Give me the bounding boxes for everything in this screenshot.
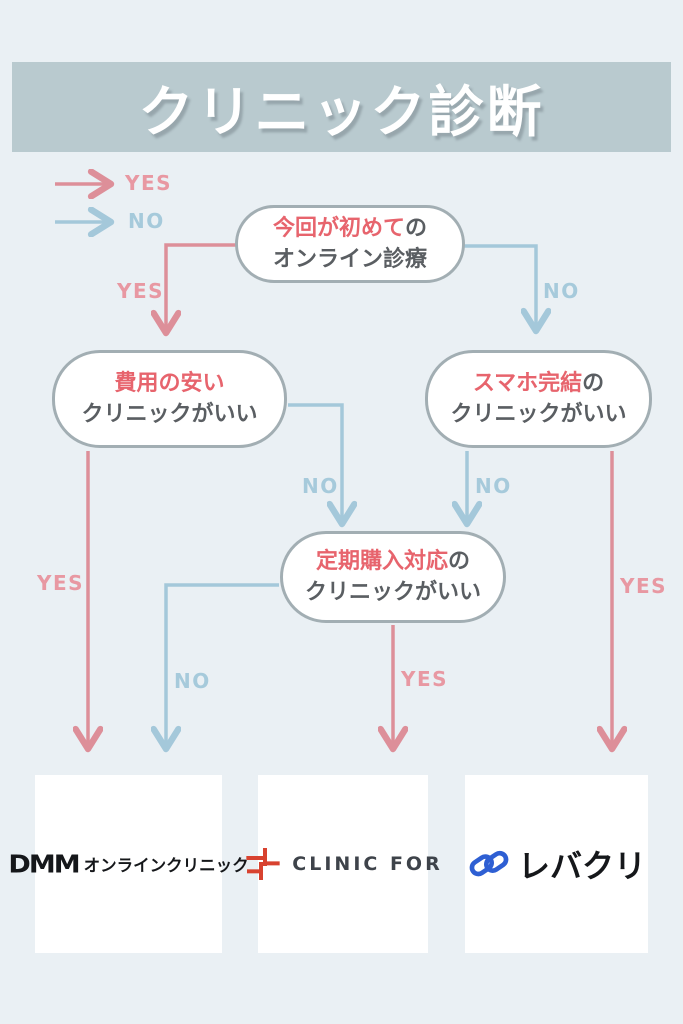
edge-label-mobile-yes: YES [620,574,668,598]
edge-label-cheap-yes: YES [37,571,85,595]
node-subscription: 定期購入対応の クリニックがいい [280,531,506,623]
cross-icon [243,843,283,885]
edge-start-yes [166,243,236,328]
node-start: 今回が初めての オンライン診療 [235,205,465,283]
node-start-line2: オンライン診療 [272,247,427,272]
legend-yes-label: YES [125,171,173,195]
node-subscription-line2: クリニックがいい [304,580,481,605]
node-mobile-line2: クリニックがいい [450,402,627,427]
node-cheap: 費用の安い クリニックがいい [52,350,287,448]
levcli-logo: レバクリ [467,841,646,887]
levcli-logo-text: レバクリ [517,847,646,885]
edge-label-start-yes: YES [117,279,165,303]
page-title: クリニック診断 [138,80,545,144]
clinic-for-logo: CLINIC FOR [243,843,442,885]
result-card-dmm-online-clinic: DMM オンラインクリニック [8,775,249,953]
link-icon [467,842,511,886]
clinic-for-logo-text: CLINIC FOR [292,853,443,875]
legend-no-label: NO [128,209,165,233]
result-card-levcli: レバクリ [465,775,648,953]
node-mobile: スマホ完結の クリニックがいい [425,350,652,448]
edge-label-subscription-yes: YES [401,667,449,691]
result-card-clinic-for: CLINIC FOR [246,775,440,953]
node-subscription-line1: 定期購入対応の [315,549,471,574]
node-start-line1: 今回が初めての [272,216,428,241]
edge-label-mobile-no: NO [475,474,512,498]
edge-label-cheap-no: NO [302,474,339,498]
dmm-logo: DMM オンラインクリニック [8,849,248,880]
edge-cheap-no [288,403,342,519]
title-banner: クリニック診断 [12,62,671,152]
node-cheap-line1: 費用の安い [114,371,225,396]
dmm-logo-text: オンラインクリニック [83,856,249,875]
edge-subscription-no [166,583,279,744]
edge-label-start-no: NO [543,279,580,303]
edge-label-subscription-no: NO [174,669,211,693]
node-mobile-line1: スマホ完結の [472,371,605,396]
dmm-wordmark: DMM [8,849,80,879]
edge-start-no [464,244,536,326]
node-cheap-line2: クリニックがいい [81,402,258,427]
